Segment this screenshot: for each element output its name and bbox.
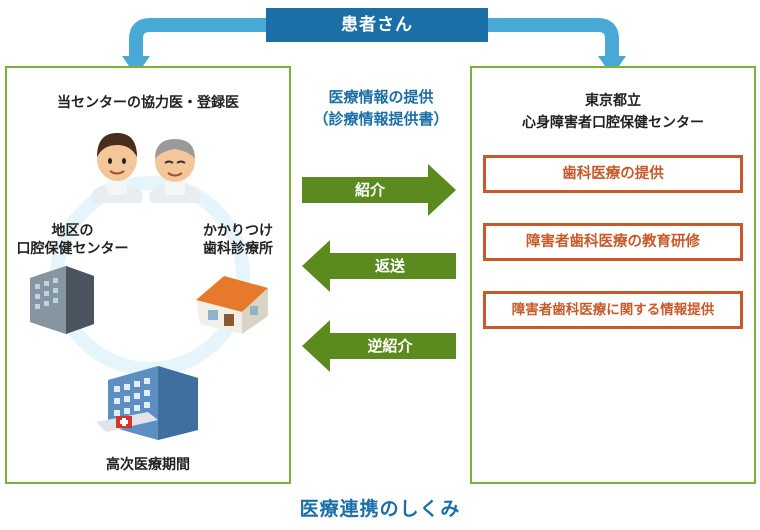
referral-arrow <box>302 164 456 216</box>
right-title-line1: 東京都立 <box>585 93 641 109</box>
local-center-label: 地区の 口腔保健センター <box>10 222 135 258</box>
clinic-line2: 歯科診療所 <box>203 241 273 257</box>
service-dental-care: 歯科医療の提供 <box>483 155 743 193</box>
left-panel-title: 当センターの協力医・登録医 <box>57 95 239 111</box>
service-information: 障害者歯科医療に関する情報提供 <box>483 291 743 329</box>
right-panel <box>470 66 756 484</box>
info-provision-line2: （診療情報提供書） <box>313 110 449 128</box>
service-education-training: 障害者歯科医療の教育研修 <box>483 223 743 261</box>
office-building-icon <box>30 266 94 334</box>
patient-box: 患者さん <box>266 8 488 42</box>
local-center-line1: 地区の <box>51 223 94 239</box>
clinic-label: かかりつけ 歯科診療所 <box>188 222 288 258</box>
hospital-icon <box>96 366 198 440</box>
return-arrow <box>302 240 456 292</box>
flow-arrows <box>302 164 456 372</box>
return-label: 返送 <box>374 257 405 275</box>
clinic-line1: かかりつけ <box>202 223 274 239</box>
reverse-referral-arrow <box>302 320 456 372</box>
reverse-referral-label: 逆紹介 <box>367 337 413 355</box>
info-provision-line1: 医療情報の提供 <box>328 88 434 106</box>
right-panel-title: 東京都立 心身障害者口腔保健センター <box>470 90 756 134</box>
doctors-icon <box>91 133 201 203</box>
info-provision-label: 医療情報の提供 （診療情報提供書） <box>296 86 466 130</box>
right-title-line2: 心身障害者口腔保健センター <box>522 115 704 131</box>
referral-label: 紹介 <box>354 181 385 199</box>
hospital-label: 高次医療期間 <box>106 457 190 473</box>
local-center-line2: 口腔保健センター <box>16 241 129 257</box>
diagram-title: 医療連携のしくみ <box>299 498 461 520</box>
house-icon <box>196 276 268 334</box>
